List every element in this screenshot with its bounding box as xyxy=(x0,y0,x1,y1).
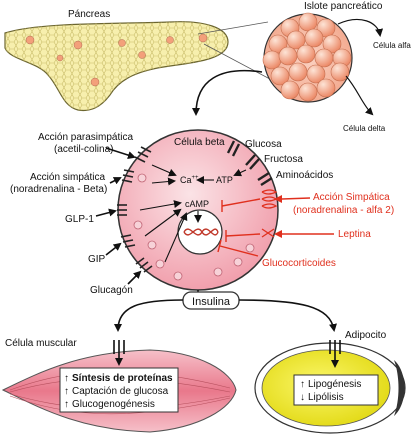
muscle-effect-text: Glucogenogénesis xyxy=(72,399,155,410)
islet-cell xyxy=(270,66,290,86)
adipocyte-effect-arrow: ↑ xyxy=(300,379,305,390)
glucagon-label: Glucagón xyxy=(90,285,133,296)
islet-cell xyxy=(304,28,324,48)
parasympathetic-line-1: Acción parasimpática xyxy=(38,132,133,143)
arrow-to-muscle xyxy=(114,299,184,332)
muscle-effect-2: ↑Glucogenogénesis xyxy=(64,399,155,410)
sympathetic-alpha2-line-2: (noradrenalina - alfa 2) xyxy=(293,205,394,216)
stimulus-gip: GIP xyxy=(88,242,122,265)
muscle-effect-arrow: ↑ xyxy=(64,399,69,410)
glp1-label: GLP-1 xyxy=(65,214,94,225)
adipocyte-effects-box xyxy=(293,374,379,406)
islet-cell xyxy=(278,46,298,66)
stimulus-sympathetic-beta: Acción simpática (noradrenalina - Beta) xyxy=(10,172,122,195)
insulin-label: Insulina xyxy=(192,296,231,308)
islet-cell xyxy=(322,34,342,54)
arrow-to-adipocyte xyxy=(238,299,337,332)
stimulus-glucagon: Glucagón xyxy=(90,270,142,296)
islet-label: Islote pancreático xyxy=(304,1,383,12)
muscle-cell-label: Célula muscular xyxy=(5,338,77,349)
islet-cell xyxy=(298,82,318,102)
arrow-to-beta-cell xyxy=(192,69,263,116)
pancreas-label: Páncreas xyxy=(68,9,110,20)
insulin-granules xyxy=(133,173,255,281)
islet-cell xyxy=(288,62,308,82)
arrow-to-delta-cell xyxy=(345,75,374,116)
parasympathetic-arrow xyxy=(105,147,136,159)
intracellular-inhibition xyxy=(217,198,261,257)
stimulus-parasympathetic: Acción parasimpática (acetil-colina) xyxy=(38,132,136,159)
fructose-label: Fructosa xyxy=(264,154,303,165)
sympathetic-alpha2-line-1: Acción Simpática xyxy=(313,192,390,203)
pancreatic-islet xyxy=(262,12,353,103)
islet-cell xyxy=(262,50,282,70)
adipocyte-effect-text: Lipogénesis xyxy=(308,379,361,390)
atp-label: ATP xyxy=(216,175,233,185)
adipocyte-nucleus xyxy=(394,360,405,416)
islet-cell xyxy=(306,64,326,84)
adipocyte: ↑Lipogénesis↓Lipólisis xyxy=(254,340,406,434)
inhibitor-glucocorticoids: Glucocorticoides xyxy=(262,258,336,269)
muscle-effect-arrow: ↑ xyxy=(64,386,69,397)
glucocorticoids-label: Glucocorticoides xyxy=(262,258,336,269)
islet-cell xyxy=(330,62,350,82)
muscle-effect-0: ↑Síntesis de proteínas xyxy=(64,373,173,384)
glucose-label: Glucosa xyxy=(245,139,282,150)
leptin-arrowhead xyxy=(274,230,282,238)
islet-cell xyxy=(296,44,316,64)
adipocyte-effect-0: ↑Lipogénesis xyxy=(300,379,361,390)
beta-cell-label: Célula beta xyxy=(174,137,225,148)
adipocyte-label: Adipocito xyxy=(345,330,387,341)
sympathetic-beta-arrow xyxy=(109,177,122,185)
ca-ion-label: Ca++ xyxy=(180,175,199,185)
adipocyte-effect-text: Lipólisis xyxy=(308,392,344,403)
islet-cell xyxy=(298,12,318,32)
muscle-effect-text: Captación de glucosa xyxy=(72,386,169,397)
muscle-effects-list: ↑Síntesis de proteínas↑Captación de gluc… xyxy=(64,373,173,410)
inhibitor-sympathetic-alpha2: Acción Simpática (noradrenalina - alfa 2… xyxy=(274,192,394,216)
delta-cell-label: Célula delta xyxy=(343,124,386,133)
parasympathetic-line-2: (acetil-colina) xyxy=(54,144,113,155)
adipocyte-effect-1: ↓Lipólisis xyxy=(300,392,344,403)
adipocyte-effects-list: ↑Lipogénesis↓Lipólisis xyxy=(300,379,361,403)
amino-acids-label: Aminoácidos xyxy=(276,170,333,181)
muscle-effect-arrow: ↑ xyxy=(64,373,69,384)
intracellular-arrows xyxy=(139,164,247,263)
sympathetic-beta-line-1: Acción simpática xyxy=(30,172,105,183)
muscle-insulin-receptor xyxy=(113,340,125,366)
zoom-line-top xyxy=(197,21,269,35)
arrow-to-alpha-cell xyxy=(337,19,384,37)
sympathetic-alpha2-arrow xyxy=(281,197,311,200)
muscle-effects-box xyxy=(59,367,179,413)
leptin-receptor xyxy=(261,228,275,238)
muscle-effect-text: Síntesis de proteínas xyxy=(72,373,173,384)
gip-label: GIP xyxy=(88,254,106,265)
alpha-cell-label: Célula alfa xyxy=(373,41,411,50)
islet-cell xyxy=(280,80,300,100)
sympathetic-alpha2-arrowhead xyxy=(274,195,282,203)
inhibitor-leptin: Leptina xyxy=(274,229,371,240)
glucagon-arrow xyxy=(127,270,142,285)
beta-cell: Ca++ ATP cAMP xyxy=(117,129,279,291)
membrane-receptors-left xyxy=(117,146,153,273)
gip-arrow xyxy=(105,242,122,256)
muscle-effect-1: ↑Captación de glucosa xyxy=(64,386,169,397)
islet-cell xyxy=(316,78,336,98)
camp-label: cAMP xyxy=(185,199,209,209)
adipocyte-insulin-receptor xyxy=(329,340,341,368)
muscle-cell: ↑Síntesis de proteínas↑Captación de gluc… xyxy=(1,340,237,433)
pancreas-organ xyxy=(4,21,229,112)
adipocyte-effect-arrow: ↓ xyxy=(300,392,305,403)
pancreas-islets xyxy=(25,33,208,87)
sympathetic-beta-line-2: (noradrenalina - Beta) xyxy=(10,184,107,195)
glp1-arrow xyxy=(95,208,117,217)
leptin-label: Leptina xyxy=(338,229,371,240)
stimulus-glp1: GLP-1 xyxy=(65,208,117,225)
islet-cell xyxy=(314,48,334,68)
nutrient-transporters xyxy=(226,140,273,187)
